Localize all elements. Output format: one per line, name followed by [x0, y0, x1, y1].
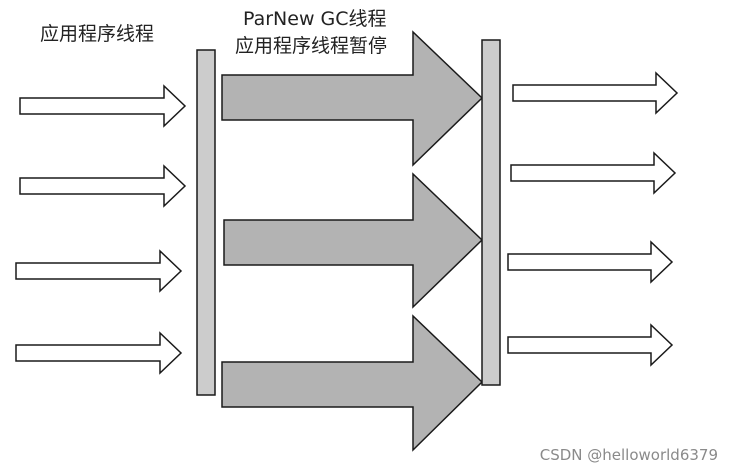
app-thread-arrow-2-before — [19, 164, 187, 208]
gc-thread-arrow-2 — [223, 172, 484, 309]
gc-thread-arrow-3 — [221, 314, 484, 452]
gc-thread-arrows — [221, 30, 484, 452]
app-thread-arrow-4-before — [15, 331, 183, 375]
app-thread-arrow-3-after — [507, 240, 674, 284]
app-threads-label: 应用程序线程 — [40, 23, 155, 45]
app-thread-arrow-4-after — [507, 323, 674, 367]
app-thread-arrow-2-after — [510, 151, 677, 195]
app-thread-arrow-1-after — [512, 71, 679, 115]
app-thread-arrows-after — [507, 71, 679, 367]
app-thread-arrows-before — [15, 84, 187, 375]
gc-threads-title: ParNew GC线程 — [243, 8, 387, 30]
safepoint-barrier-start — [196, 49, 216, 396]
gc-thread-arrow-1 — [221, 30, 484, 167]
safepoint-barrier-end — [481, 39, 501, 386]
app-threads-paused-label: 应用程序线程暂停 — [235, 35, 388, 57]
app-thread-arrow-1-before — [19, 84, 187, 128]
watermark: CSDN @helloworld6379 — [539, 446, 718, 464]
app-thread-arrow-3-before — [15, 249, 183, 293]
